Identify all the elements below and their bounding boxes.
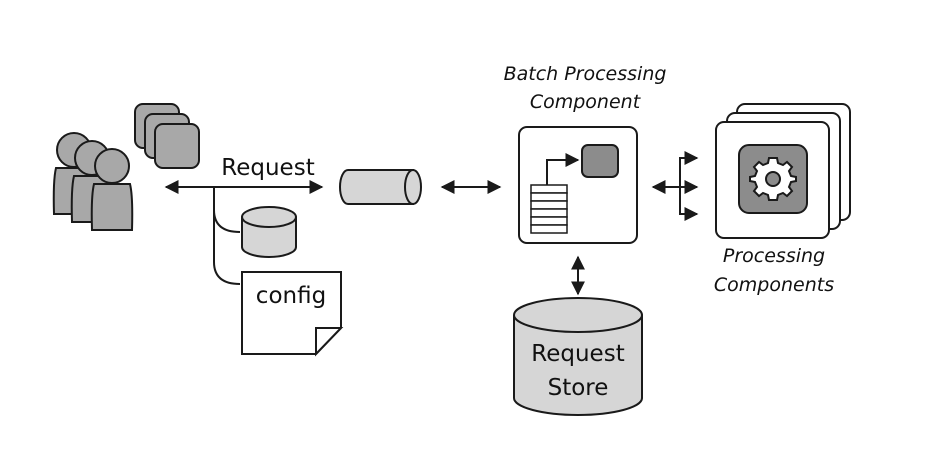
batch-flow-arrow: [546, 153, 580, 185]
batch-title-line1: Batch Processing: [504, 63, 667, 85]
client-stack-icon: [134, 103, 200, 169]
batch-output-square: [581, 144, 619, 178]
fanout-arrows: [651, 151, 699, 221]
document-icon: [241, 271, 344, 357]
processing-label-line2: Components: [714, 274, 834, 296]
request-store-database: [513, 297, 643, 416]
batch-list-icon: [530, 184, 568, 234]
user-figure: [90, 148, 134, 231]
users-icon: [52, 132, 134, 231]
request-label: Request: [221, 155, 314, 181]
store-label-line2: Store: [548, 375, 609, 401]
database-icon: [241, 206, 297, 258]
batch-title-line2: Component: [530, 91, 642, 113]
connector-lines: [213, 187, 241, 285]
config-label: config: [256, 283, 326, 309]
processing-label-line1: Processing: [723, 245, 825, 267]
queue-cylinder-icon: [339, 169, 422, 205]
batch-processing-component: [518, 126, 638, 244]
gear-icon: [738, 144, 808, 214]
store-label-line1: Request: [531, 341, 624, 367]
